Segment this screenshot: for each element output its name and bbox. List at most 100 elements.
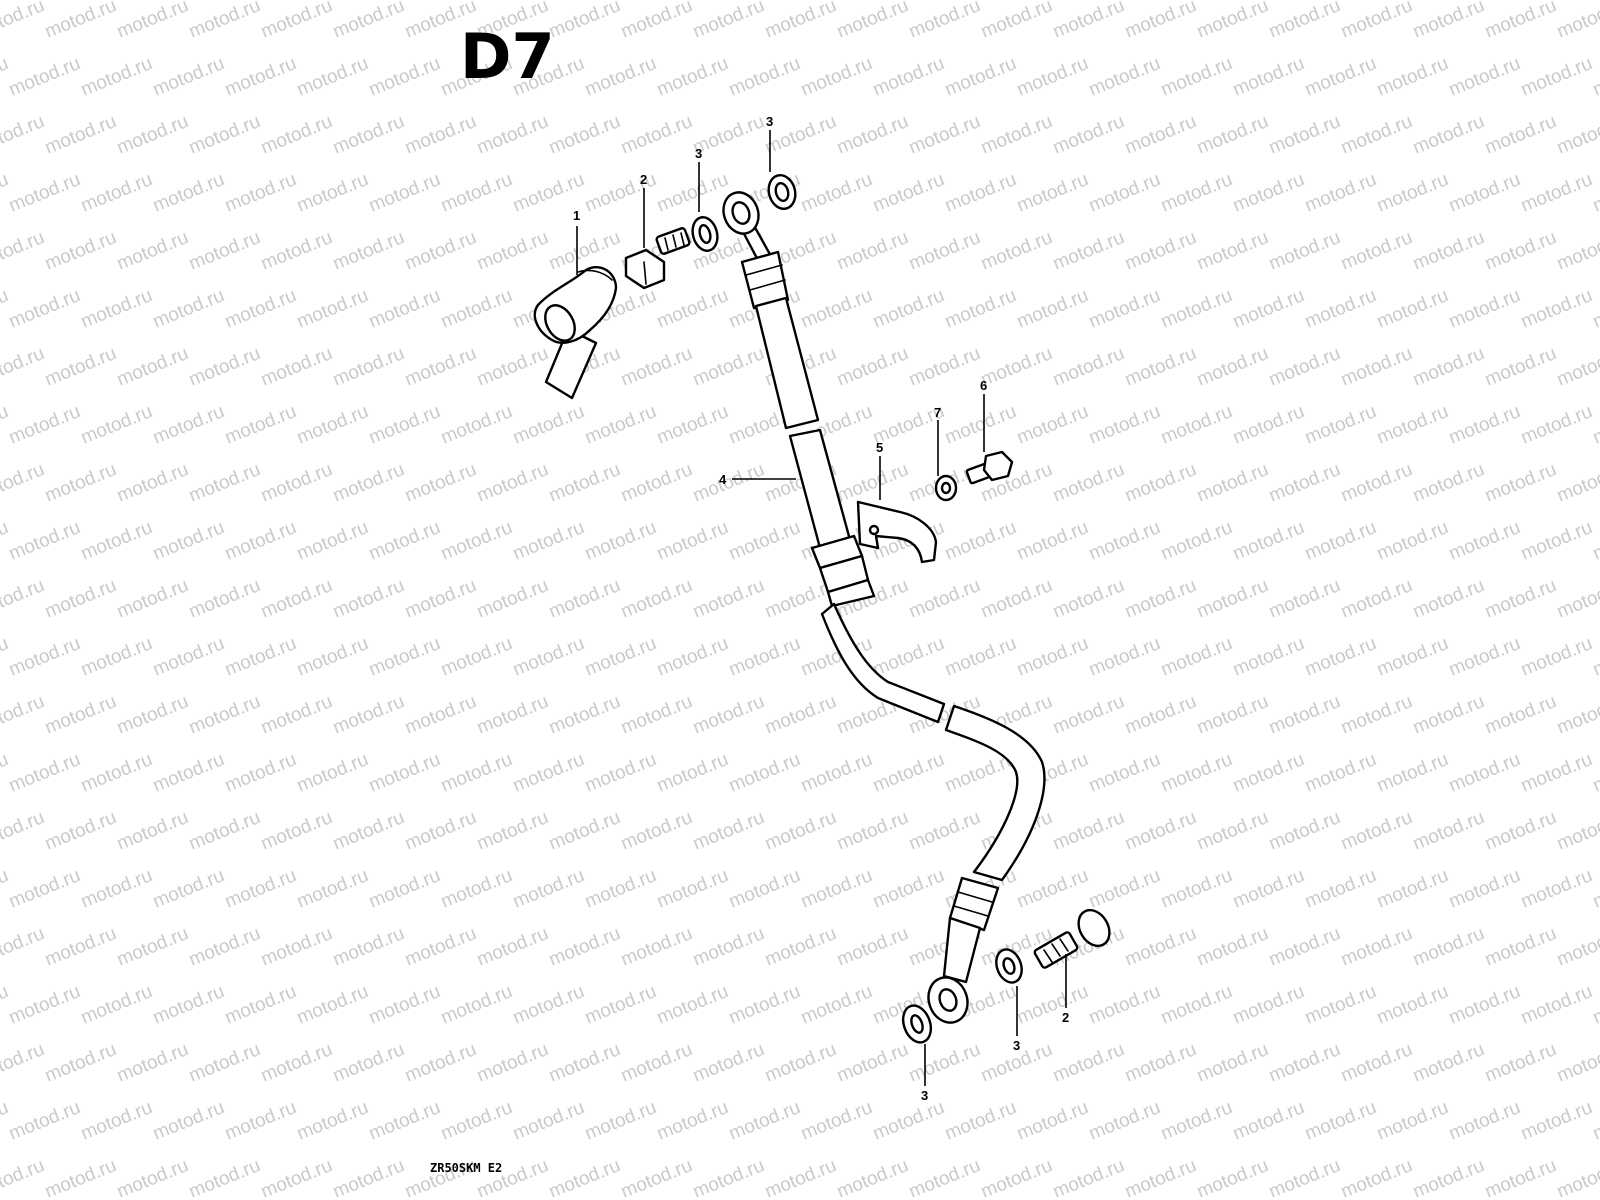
watermark-text: motod.ru [1410, 343, 1487, 391]
watermark-text: motod.ru [474, 575, 551, 623]
watermark-text: motod.ru [114, 0, 191, 43]
watermark-text: motod.ru [1230, 169, 1307, 217]
watermark-text: motod.ru [690, 459, 767, 507]
watermark-text: motod.ru [258, 459, 335, 507]
drawing-code: ZR50SKM E2 [430, 1161, 502, 1175]
watermark-text: motod.ru [1374, 865, 1451, 913]
watermark-text: motod.ru [222, 53, 299, 101]
watermark-text: motod.ru [906, 227, 983, 275]
watermark-text: motod.ru [1194, 1155, 1271, 1200]
callout-4: 4 [719, 472, 727, 487]
watermark-text: motod.ru [942, 285, 1019, 333]
watermark-text: motod.ru [1446, 633, 1523, 681]
watermark-text: motod.ru [1590, 169, 1600, 217]
watermark-text: motod.ru [150, 633, 227, 681]
watermark-text: motod.ru [114, 807, 191, 855]
watermark-text: motod.ru [1086, 517, 1163, 565]
watermark-text: motod.ru [474, 227, 551, 275]
watermark-text: motod.ru [582, 633, 659, 681]
watermark-text: motod.ru [1122, 459, 1199, 507]
watermark-text: motod.ru [402, 691, 479, 739]
watermark-text: motod.ru [1086, 53, 1163, 101]
watermark-text: motod.ru [1122, 343, 1199, 391]
watermark-text: motod.ru [798, 285, 875, 333]
watermark-text: motod.ru [186, 1039, 263, 1087]
watermark-text: motod.ru [258, 691, 335, 739]
watermark-text: motod.ru [1518, 517, 1595, 565]
watermark-text: motod.ru [798, 981, 875, 1029]
watermark-text: motod.ru [906, 1155, 983, 1200]
watermark-text: motod.ru [1050, 1155, 1127, 1200]
watermark-text: motod.ru [1590, 1097, 1600, 1145]
watermark-text: motod.ru [6, 981, 83, 1029]
watermark-text: motod.ru [1410, 691, 1487, 739]
watermark-text: motod.ru [0, 923, 47, 971]
watermark-text: motod.ru [834, 1039, 911, 1087]
watermark-text: motod.ru [1302, 517, 1379, 565]
watermark-text: motod.ru [1158, 285, 1235, 333]
watermark-text: motod.ru [42, 807, 119, 855]
watermark-text: motod.ru [78, 401, 155, 449]
watermark-text: motod.ru [330, 1039, 407, 1087]
watermark-text: motod.ru [150, 285, 227, 333]
watermark-text: motod.ru [1014, 53, 1091, 101]
watermark-text: motod.ru [1014, 865, 1091, 913]
watermark-text: motod.ru [1014, 981, 1091, 1029]
watermark-text: motod.ru [1122, 111, 1199, 159]
watermark-text: motod.ru [1194, 1039, 1271, 1087]
watermark-text: motod.ru [402, 459, 479, 507]
watermark-text: motod.ru [222, 401, 299, 449]
watermark-text: motod.ru [1302, 749, 1379, 797]
watermark-text: motod.ru [78, 981, 155, 1029]
watermark-text: motod.ru [258, 1155, 335, 1200]
watermark-text: motod.ru [1050, 227, 1127, 275]
watermark-text: motod.ru [1554, 1039, 1600, 1087]
watermark-text: motod.ru [402, 227, 479, 275]
watermark-text: motod.ru [1158, 633, 1235, 681]
sheet-title: D7 [460, 20, 555, 93]
watermark-text: motod.ru [1050, 691, 1127, 739]
watermark-text: motod.ru [0, 0, 47, 43]
watermark-text: motod.ru [726, 981, 803, 1029]
part-1-rubber-cap [533, 265, 618, 400]
part-6-bolt [965, 450, 1014, 485]
watermark-text: motod.ru [1302, 169, 1379, 217]
watermark-text: motod.ru [1482, 1039, 1559, 1087]
watermark-text: motod.ru [474, 343, 551, 391]
watermark-text: motod.ru [582, 53, 659, 101]
watermark-text: motod.ru [1302, 633, 1379, 681]
watermark-text: motod.ru [294, 633, 371, 681]
part-4-brake-hose [722, 191, 1046, 1024]
watermark-text: motod.ru [0, 285, 11, 333]
watermark-text: motod.ru [1014, 517, 1091, 565]
callout-labels: 1 2 3 3 4 5 6 7 3 3 2 [573, 114, 1069, 1103]
watermark-text: motod.ru [546, 0, 623, 43]
watermark-text: motod.ru [1086, 401, 1163, 449]
watermark-text: motod.ru [1554, 923, 1600, 971]
watermark-text: motod.ru [186, 923, 263, 971]
watermark-text: motod.ru [438, 401, 515, 449]
watermark-text: motod.ru [1338, 1039, 1415, 1087]
watermark-text: motod.ru [546, 1039, 623, 1087]
watermark-text: motod.ru [474, 807, 551, 855]
watermark-text: motod.ru [834, 111, 911, 159]
part-5-hose-clamp [856, 500, 938, 564]
watermark-text: motod.ru [1374, 401, 1451, 449]
watermark-text: motod.ru [6, 517, 83, 565]
watermark-text: motod.ru [78, 633, 155, 681]
watermark-text: motod.ru [1446, 865, 1523, 913]
watermark-text: motod.ru [834, 343, 911, 391]
watermark-text: motod.ru [1482, 807, 1559, 855]
watermark-text: motod.ru [150, 865, 227, 913]
watermark-text: motod.ru [1590, 53, 1600, 101]
watermark-text: motod.ru [1266, 111, 1343, 159]
watermark-text: motod.ru [1230, 285, 1307, 333]
watermark-text: motod.ru [1554, 1155, 1600, 1200]
watermark-text: motod.ru [258, 1039, 335, 1087]
callout-3-top-left: 3 [695, 146, 702, 161]
watermark-text: motod.ru [0, 691, 47, 739]
watermark-text: motod.ru [654, 169, 731, 217]
watermark-text: motod.ru [366, 749, 443, 797]
part-3-washer-top-left [691, 216, 719, 252]
